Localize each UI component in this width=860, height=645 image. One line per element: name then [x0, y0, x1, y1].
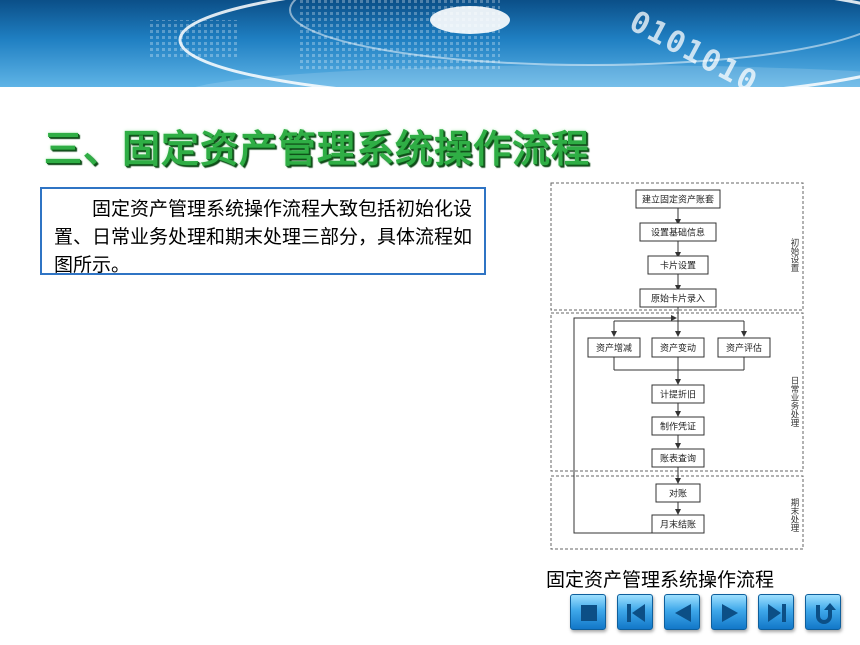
- section-label-period: 期末处理: [789, 498, 799, 532]
- home-icon: [581, 605, 597, 621]
- flow-node-asset-change: 资产变动: [651, 337, 705, 358]
- svg-text:资产变动: 资产变动: [660, 342, 696, 354]
- next-icon: [722, 604, 738, 622]
- flow-node-card-entry: 原始卡片录入: [639, 288, 717, 308]
- previous-page-button[interactable]: [664, 594, 700, 630]
- flow-node-month-end-close: 月末结账: [651, 514, 705, 534]
- flow-node-asset-evaluation: 资产评估: [717, 337, 771, 358]
- intro-paragraph: 固定资产管理系统操作流程大致包括初始化设置、日常业务处理和期末处理三部分，具体流…: [54, 198, 473, 276]
- return-icon: [816, 603, 836, 624]
- svg-text:资产增减: 资产增减: [596, 342, 632, 354]
- next-page-button[interactable]: [711, 594, 747, 630]
- section-frame-period: [550, 475, 804, 550]
- section-label-init: 初始设置: [789, 237, 799, 272]
- intro-text-box: 固定资产管理系统操作流程大致包括初始化设置、日常业务处理和期末处理三部分，具体流…: [40, 187, 486, 276]
- svg-text:制作凭证: 制作凭证: [660, 421, 696, 433]
- section-frame-init: [550, 182, 804, 311]
- svg-text:计提折旧: 计提折旧: [660, 389, 696, 401]
- svg-text:对账: 对账: [669, 488, 687, 500]
- home-button[interactable]: [570, 594, 606, 630]
- page-title: 三、固定资产管理系统操作流程: [44, 127, 591, 171]
- flow-node-report-query: 账表查询: [651, 448, 705, 468]
- flow-node-basic-info: 设置基础信息: [639, 222, 717, 242]
- last-page-icon: [768, 604, 786, 622]
- flowchart-diagram: 建立固定资产账套 设置基础信息 卡片设置 原始卡片录入 资产增减 资产变动 资产…: [550, 182, 804, 550]
- svg-text:月末结账: 月末结账: [660, 519, 696, 531]
- section-frame-daily: [550, 312, 804, 472]
- svg-text:原始卡片录入: 原始卡片录入: [651, 293, 705, 305]
- flow-node-asset-change-qty: 资产增减: [587, 337, 641, 358]
- svg-text:账表查询: 账表查询: [660, 453, 696, 465]
- first-page-icon: [627, 604, 645, 622]
- flow-node-reconcile: 对账: [655, 483, 701, 503]
- svg-text:设置基础信息: 设置基础信息: [651, 227, 705, 239]
- flow-node-depreciation: 计提折旧: [651, 384, 705, 404]
- svg-text:卡片设置: 卡片设置: [660, 260, 696, 272]
- svg-text:资产评估: 资产评估: [726, 342, 762, 354]
- header-banner: 0101010: [0, 0, 860, 87]
- first-page-button[interactable]: [617, 594, 653, 630]
- banner-globe-graphic: [150, 0, 860, 87]
- section-label-daily: 日常业务处理: [789, 376, 799, 427]
- figure-caption: 固定资产管理系统操作流程: [546, 569, 775, 591]
- previous-icon: [675, 604, 691, 622]
- return-button[interactable]: [805, 594, 841, 630]
- flow-node-create-account: 建立固定资产账套: [635, 189, 721, 209]
- last-page-button[interactable]: [758, 594, 794, 630]
- svg-text:建立固定资产账套: 建立固定资产账套: [642, 194, 714, 206]
- flow-node-card-setup: 卡片设置: [647, 255, 709, 275]
- flow-node-voucher: 制作凭证: [651, 416, 705, 436]
